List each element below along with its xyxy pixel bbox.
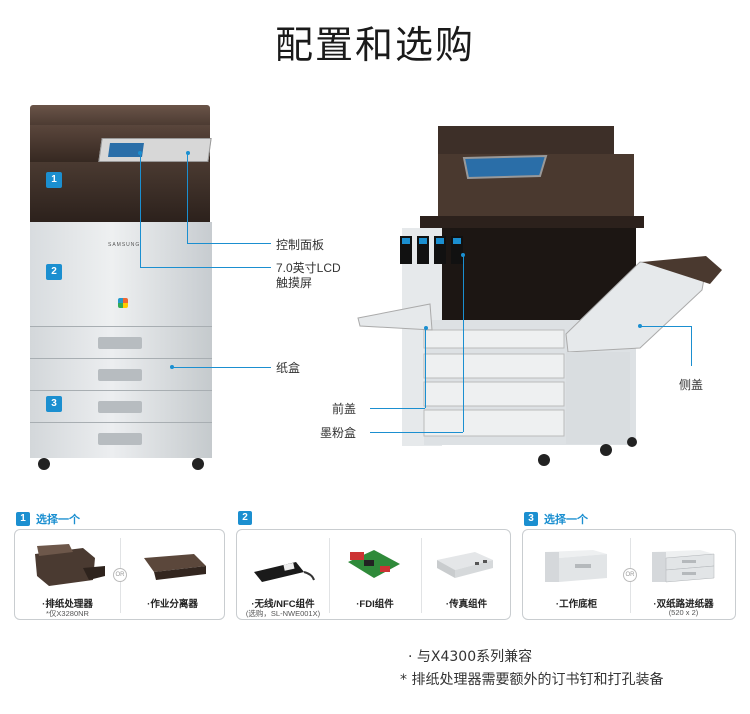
job-separator-image (144, 554, 206, 580)
callout-dot (186, 151, 190, 155)
note-finisher-requirement: * 排纸处理器需要额外的订书钉和打孔装备 (400, 672, 664, 688)
group-number: 1 (16, 512, 30, 526)
note-compatibility: · 与X4300系列兼容 (408, 649, 533, 665)
tray-handle (98, 369, 142, 381)
option-fdi-kit: ·FDI组件 (329, 530, 421, 621)
tray-handle (98, 401, 142, 413)
badge-3: 3 (46, 396, 62, 412)
tray-handle (98, 337, 142, 349)
fdi-board-image (348, 550, 400, 578)
option-group-3: ·工作底柜 OR ·双纸路进纸器 (520 x 2) (522, 529, 736, 620)
option-name: ·传真组件 (445, 599, 488, 610)
printer-foot (38, 458, 50, 470)
label-side-cover: 侧盖 (679, 378, 704, 392)
group-label: 选择一个 (36, 514, 80, 526)
option-dual-cassette-feeder: ·双纸路进纸器 (520 x 2) (630, 530, 737, 621)
group-number: 2 (238, 511, 252, 525)
paper-tray-1 (30, 326, 212, 358)
option-cabinet: ·工作底柜 (523, 530, 630, 621)
callout-line (463, 255, 464, 432)
printer-upper-body (30, 162, 210, 222)
printer-front-image: SAMSUNG 1 2 3 (0, 100, 260, 480)
callout-line (187, 243, 271, 244)
option-job-separator: ·作业分离器 (120, 530, 225, 621)
paper-tray-2 (30, 358, 212, 390)
label-control-panel: 控制面板 (276, 238, 325, 252)
paper-tray-4 (30, 422, 212, 458)
callout-line (425, 328, 426, 408)
option-finisher: ·排纸处理器 *仅X3280NR (15, 530, 120, 621)
label-lcd-line1: 7.0英寸LCD (276, 261, 341, 275)
callout-line (140, 153, 141, 267)
fax-kit-image (437, 552, 493, 578)
option-group-1-header: 1 选择一个 (16, 511, 80, 527)
printer-open-image (357, 126, 722, 466)
option-note: (选购，SL-NWE001X) (245, 609, 321, 618)
cabinet-image (545, 550, 607, 582)
option-name: ·排纸处理器 (42, 599, 93, 610)
label-front-cover: 前盖 (332, 402, 357, 416)
label-toner-box: 墨粉盒 (320, 426, 357, 440)
label-lcd-line2: 触摸屏 (276, 276, 313, 290)
or-badge: OR (623, 568, 637, 582)
group-number: 3 (524, 512, 538, 526)
printer-foot (192, 458, 204, 470)
brand-logo: SAMSUNG (108, 242, 141, 248)
badge-1: 1 (46, 172, 62, 188)
group-label: 选择一个 (544, 514, 588, 526)
badge-2: 2 (46, 264, 62, 280)
color-logo-icon (118, 298, 128, 308)
callout-line (640, 326, 692, 327)
control-panel-graphic (98, 138, 212, 162)
option-fax-kit: ·传真组件 (421, 530, 512, 621)
divider (421, 538, 422, 613)
option-group-2: ·无线/NFC组件 (选购，SL-NWE001X) ·FDI组件 ·传真组件 (236, 529, 511, 620)
option-name: ·工作底柜 (555, 599, 598, 610)
dual-feeder-image (652, 550, 715, 583)
tray-handle (98, 433, 142, 445)
page-title: 配置和选购 (274, 23, 475, 67)
or-badge: OR (113, 568, 127, 582)
option-name: ·作业分离器 (147, 599, 198, 610)
option-name: ·无线/NFC组件 (251, 599, 315, 610)
option-group-1: ·排纸处理器 *仅X3280NR OR ·作业分离器 (14, 529, 225, 620)
option-wireless-nfc: ·无线/NFC组件 (选购，SL-NWE001X) (237, 530, 329, 621)
option-note: *仅X3280NR (46, 609, 89, 618)
label-paper-tray: 纸盒 (276, 361, 301, 375)
divider (329, 538, 330, 613)
callout-dot (424, 326, 428, 330)
option-group-2-header: 2 (238, 511, 252, 525)
callout-line (187, 153, 188, 243)
option-name: ·FDI组件 (356, 599, 394, 610)
callout-line (370, 408, 425, 409)
callout-line (370, 432, 463, 433)
option-note: (520 x 2) (668, 608, 699, 617)
finisher-image (35, 544, 105, 586)
wireless-kit-image (254, 562, 315, 582)
callout-line (691, 326, 692, 366)
option-name: ·双纸路进纸器 (653, 599, 714, 610)
footnotes: · 与X4300系列兼容 * 排纸处理器需要额外的订书钉和打孔装备 (400, 646, 663, 692)
callout-line (140, 267, 271, 268)
option-group-3-header: 3 选择一个 (524, 511, 588, 527)
callout-line (172, 367, 271, 368)
